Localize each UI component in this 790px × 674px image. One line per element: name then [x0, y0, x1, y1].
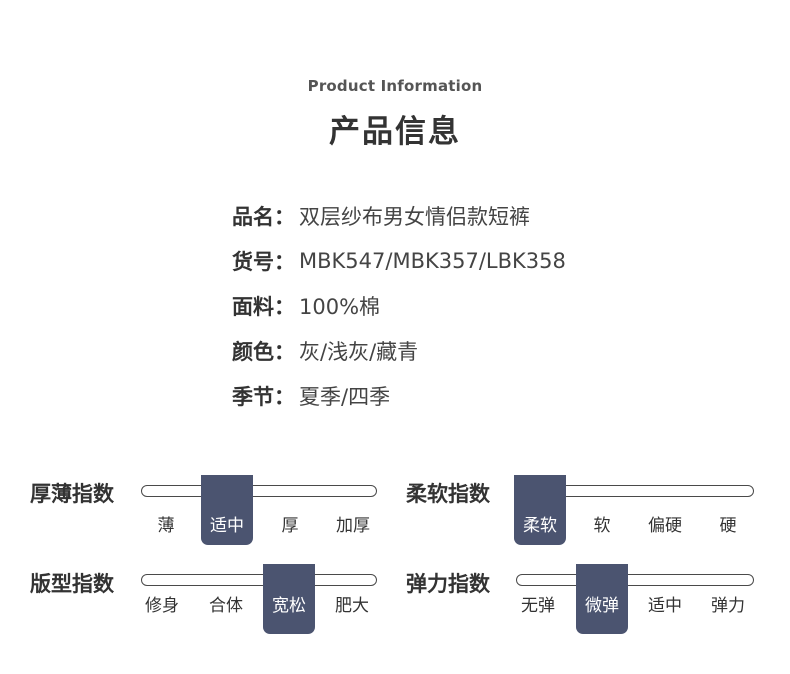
info-label: 品名：	[232, 204, 295, 229]
index-option: 适中	[648, 596, 682, 616]
index-option-selected: 适中	[201, 475, 253, 545]
info-value: 灰/浅灰/藏青	[299, 339, 419, 364]
info-label: 季节：	[232, 384, 295, 409]
index-track	[516, 574, 754, 586]
index-option: 薄	[157, 516, 175, 536]
index-title: 厚薄指数	[30, 482, 114, 506]
info-value: MBK547/MBK357/LBK358	[299, 248, 566, 273]
index-option: 硬	[719, 516, 737, 536]
info-row-color: 颜色： 灰/浅灰/藏青	[232, 328, 566, 373]
index-option-selected: 微弹	[576, 564, 628, 634]
index-option-selected: 柔软	[514, 475, 566, 545]
info-row-season: 季节： 夏季/四季	[232, 373, 566, 418]
info-value: 夏季/四季	[299, 384, 391, 409]
section-title: 产品信息	[329, 114, 461, 150]
info-label: 货号：	[232, 249, 295, 274]
index-title: 弹力指数	[406, 572, 490, 596]
info-value: 双层纱布男女情侣款短裤	[299, 204, 530, 229]
info-row-sku: 货号： MBK547/MBK357/LBK358	[232, 238, 566, 283]
info-label: 颜色：	[232, 339, 295, 364]
index-option: 肥大	[335, 596, 369, 616]
index-option: 加厚	[336, 516, 370, 536]
index-option: 厚	[281, 516, 299, 536]
index-title: 柔软指数	[406, 482, 490, 506]
index-option: 修身	[145, 596, 179, 616]
info-row-name: 品名： 双层纱布男女情侣款短裤	[232, 193, 566, 238]
product-info-list: 品名： 双层纱布男女情侣款短裤 货号： MBK547/MBK357/LBK358…	[232, 193, 566, 418]
section-subtitle: Product Information	[307, 77, 483, 95]
index-track	[141, 485, 377, 497]
index-option-selected: 宽松	[263, 564, 315, 634]
index-option: 偏硬	[648, 516, 682, 536]
info-row-fabric: 面料： 100%棉	[232, 283, 566, 328]
info-label: 面料：	[232, 294, 295, 319]
index-option: 弹力	[711, 596, 745, 616]
info-value: 100%棉	[299, 294, 381, 319]
index-track	[141, 574, 377, 586]
index-option: 无弹	[521, 596, 555, 616]
index-title: 版型指数	[30, 572, 114, 596]
index-option: 软	[593, 516, 611, 536]
index-option: 合体	[209, 596, 243, 616]
